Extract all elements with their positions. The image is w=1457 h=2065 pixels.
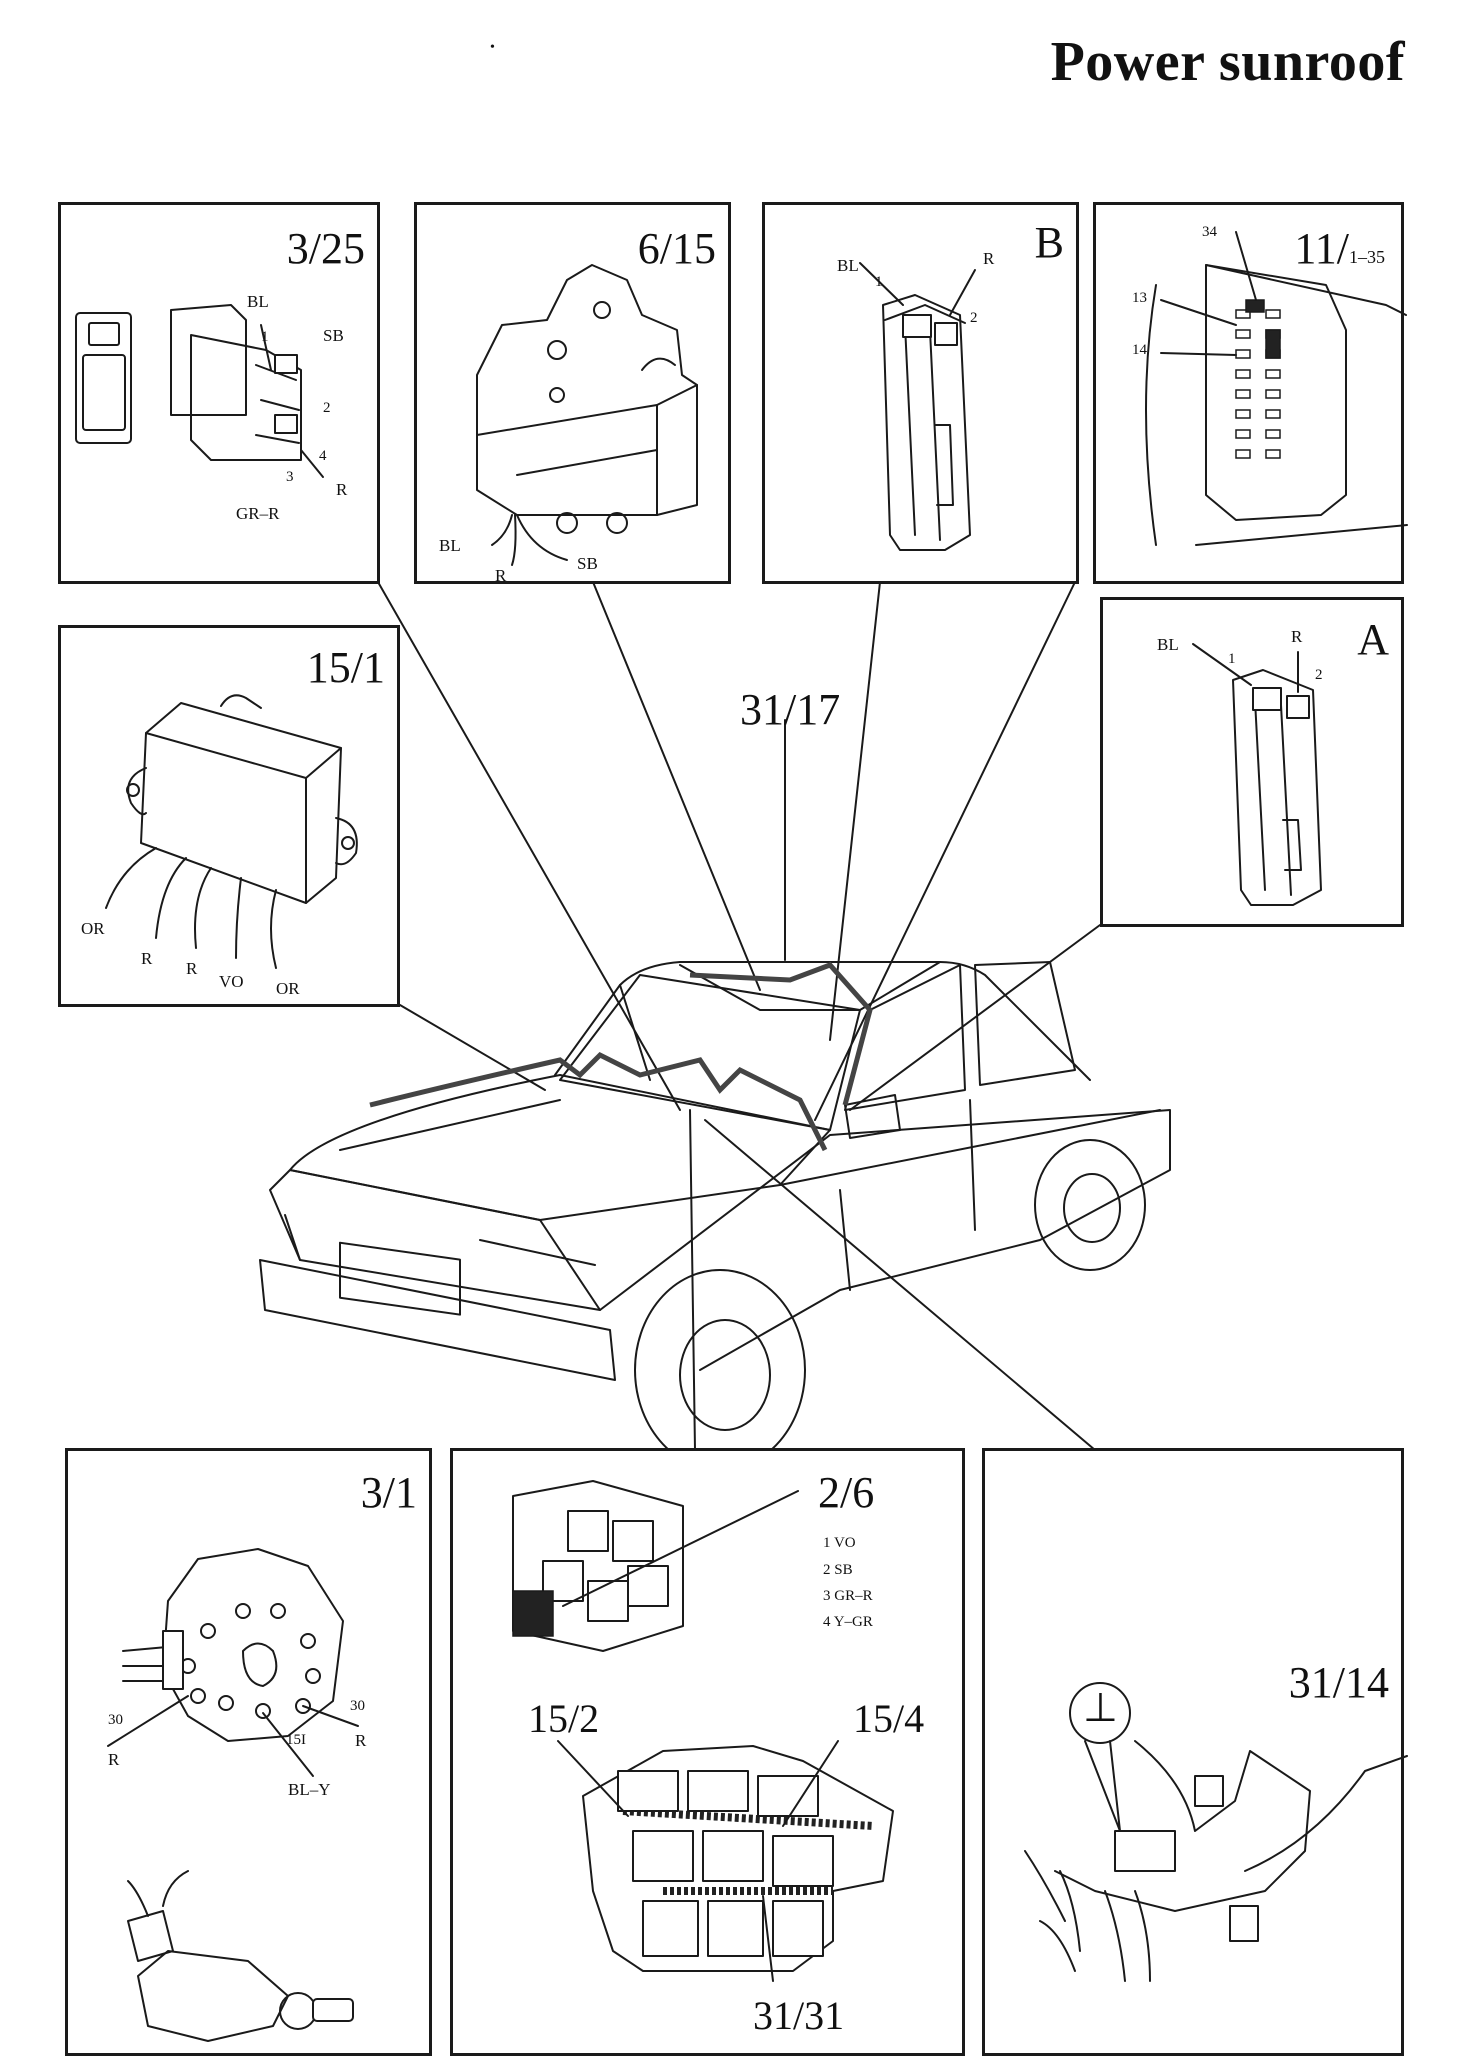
wire-label: SB bbox=[577, 554, 598, 573]
wire-label: BL bbox=[439, 536, 461, 555]
callout-31-31: 31/31 bbox=[753, 1993, 845, 2038]
pin-row: 2 SB bbox=[823, 1562, 853, 1578]
leader-15-1 bbox=[399, 1004, 546, 1091]
fuse-number: 13 bbox=[1132, 290, 1147, 306]
terminal-label: 30 bbox=[350, 1698, 365, 1714]
car-illustration bbox=[259, 961, 1171, 1471]
panel-3-25: 3/25 BL 1 SB 2 4 R 3 GR–R bbox=[58, 202, 380, 584]
pin-label: 1 bbox=[875, 274, 883, 290]
panel-id: B bbox=[1034, 218, 1064, 267]
page-title: Power sunroof bbox=[1050, 31, 1405, 93]
wire-label: OR bbox=[81, 919, 105, 938]
stray-mark: • bbox=[490, 40, 495, 55]
panel-id: 3/25 bbox=[286, 224, 365, 273]
panel-id: 15/1 bbox=[306, 643, 385, 692]
leader-31-14 bbox=[704, 1119, 1096, 1451]
pin-row: 1 VO bbox=[823, 1535, 856, 1551]
panel-a: A BL 1 R 2 bbox=[1100, 597, 1404, 927]
wire-label: R bbox=[108, 1750, 120, 1769]
wire-label: VO bbox=[219, 972, 244, 991]
leader-6-15 bbox=[592, 581, 761, 991]
wire-label: R bbox=[983, 249, 995, 268]
callout-31-17: 31/17 bbox=[740, 685, 841, 734]
pin-label: 2 bbox=[970, 310, 978, 326]
wire-label: R bbox=[1291, 627, 1303, 646]
fuse-box-drawing bbox=[1145, 231, 1408, 546]
panel-id: 3/1 bbox=[360, 1468, 417, 1517]
wire-label: BL bbox=[837, 256, 859, 275]
panel-b: B BL 1 R 2 bbox=[762, 202, 1079, 584]
pin-row: 3 GR–R bbox=[823, 1588, 873, 1604]
panel-6-15: 6/15 BL R SB bbox=[414, 202, 731, 584]
wire-label: BL bbox=[247, 292, 269, 311]
wire-label: OR bbox=[276, 979, 300, 998]
wire-label: R bbox=[336, 480, 348, 499]
connector-a-drawing bbox=[1192, 643, 1322, 906]
ground-symbol: ⊥ bbox=[1083, 1685, 1118, 1731]
callout-15-2: 15/2 bbox=[528, 1696, 600, 1741]
panel-2-6: 2/6 1 VO 2 SB 3 GR–R 4 Y–GR bbox=[450, 1448, 965, 2056]
pin-label: 4 bbox=[319, 448, 327, 464]
leader-a bbox=[849, 924, 1101, 1111]
pin-label: 3 bbox=[286, 469, 294, 485]
wire-label: BL bbox=[1157, 635, 1179, 654]
panel-id: A bbox=[1357, 615, 1389, 664]
leader-3-25 bbox=[377, 581, 681, 1111]
wire-label: R bbox=[141, 949, 153, 968]
panel-15-1: 15/1 OR R R VO OR bbox=[58, 625, 400, 1007]
pin-row: 4 Y–GR bbox=[823, 1614, 873, 1630]
panel-id: 2/6 bbox=[818, 1468, 875, 1517]
panel-31-14: 31/14 ⊥ bbox=[982, 1448, 1408, 2056]
relay-box-drawing bbox=[512, 1480, 894, 1982]
panel-11-1-35: 11/1–35 34 13 14 bbox=[1093, 202, 1408, 584]
sunroof-switch-drawing bbox=[75, 304, 324, 478]
panel-3-1: 3/1 30 30 R R 15I BL–Y bbox=[65, 1448, 432, 2056]
leader-11 bbox=[814, 581, 1076, 1121]
terminal-label: 15I bbox=[286, 1732, 306, 1748]
wire-label: GR–R bbox=[236, 504, 280, 523]
fuse-number: 14 bbox=[1132, 342, 1147, 358]
control-module-drawing bbox=[105, 694, 358, 969]
panel-id: 6/15 bbox=[637, 224, 716, 273]
wire-label: BL–Y bbox=[288, 1780, 331, 1799]
connector-b-drawing bbox=[859, 262, 976, 551]
pin-label: 1 bbox=[1228, 651, 1236, 667]
ignition-switch-drawing bbox=[107, 1548, 359, 2042]
fuse-number: 34 bbox=[1202, 224, 1217, 240]
panel-id: 11/1–35 bbox=[1294, 224, 1385, 273]
wire-label: SB bbox=[323, 326, 344, 345]
terminal-label: 30 bbox=[108, 1712, 123, 1728]
ground-point-drawing bbox=[1024, 1682, 1408, 1982]
leader-2-6 bbox=[689, 1109, 696, 1451]
panel-id: 31/14 bbox=[1288, 1658, 1389, 1707]
pin-label: 2 bbox=[1315, 667, 1323, 683]
pin-label: 1 bbox=[261, 329, 269, 345]
leader-b bbox=[829, 581, 881, 1041]
pin-label: 2 bbox=[323, 400, 331, 416]
sunroof-motor-drawing bbox=[476, 264, 698, 566]
wire-label: R bbox=[186, 959, 198, 978]
callout-15-4: 15/4 bbox=[853, 1696, 925, 1741]
wire-label: R bbox=[495, 566, 507, 585]
wire-label: R bbox=[355, 1731, 367, 1750]
